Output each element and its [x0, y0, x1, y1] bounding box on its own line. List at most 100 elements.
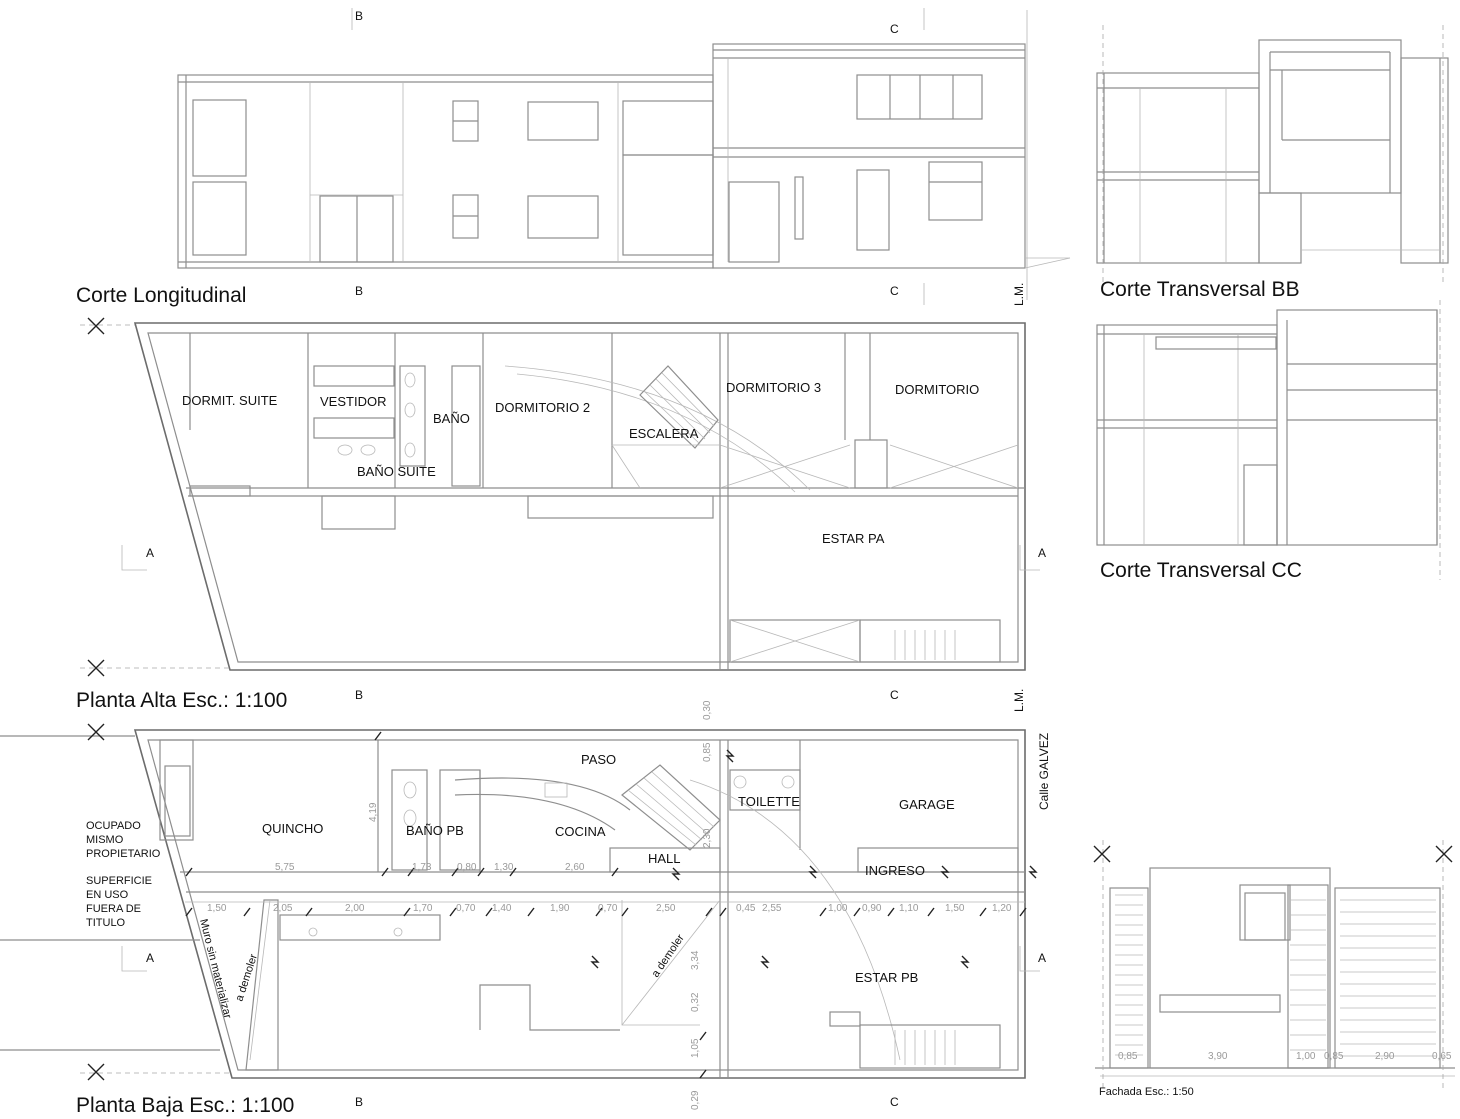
level-markers [590, 749, 1038, 969]
mark-a-baja-left: A [146, 951, 154, 965]
note-ocupado-2: MISMO [86, 834, 124, 846]
note-ocupado-1: OCUPADO [86, 820, 141, 832]
title-fachada: Fachada Esc.: 1:50 [1099, 1086, 1194, 1098]
dim-lower-15: 1,20 [992, 903, 1012, 914]
planta-baja [0, 729, 1026, 1079]
axis-crosses [87, 317, 1453, 1081]
stair-lower [621, 764, 721, 851]
mark-c-top: C [890, 22, 899, 36]
room-bano-suite: BAÑO SUITE [357, 464, 436, 479]
dim-upper-4: 1,30 [494, 862, 514, 873]
dim-fachada-3: 0,85 [1324, 1051, 1344, 1062]
corte-longitudinal [177, 8, 1071, 305]
section-marks: B C B C B C B C A A A A L.M. L.M. Calle … [146, 9, 1051, 1109]
drawing-titles: Corte Longitudinal Corte Transversal BB … [76, 278, 1302, 1117]
mark-c-alta: C [890, 688, 899, 702]
mark-b-top: B [355, 9, 363, 23]
dim-vert-2: 2,30 [702, 828, 713, 848]
dim-upper-3: 0,80 [457, 862, 477, 873]
dim-lower-13: 1,10 [899, 903, 919, 914]
note-ocupado-3: PROPIETARIO [86, 848, 161, 860]
dim-upper-5: 2,60 [565, 862, 585, 873]
dim-lower-10: 2,55 [762, 903, 782, 914]
dim-lower-7: 0,70 [598, 903, 618, 914]
note-superficie-2: EN USO [86, 889, 129, 901]
note-superficie-3: FUERA DE [86, 903, 141, 915]
room-bano-pb: BAÑO PB [406, 823, 464, 838]
dim-vert-0: 0,30 [702, 700, 713, 720]
title-corte-bb: Corte Transversal BB [1100, 278, 1300, 301]
dim-upper-2: 1,73 [412, 862, 432, 873]
room-quincho: QUINCHO [262, 821, 323, 836]
room-dormitorio-3: DORMITORIO 3 [726, 380, 821, 395]
planta-alta [80, 322, 1026, 671]
title-planta-alta: Planta Alta Esc.: 1:100 [76, 689, 287, 712]
planta-baja-room-labels: PASO QUINCHO BAÑO PB COCINA TOILETTE GAR… [262, 752, 955, 985]
room-vestidor: VESTIDOR [320, 394, 386, 409]
dim-lower-2: 2,00 [345, 903, 365, 914]
dim-lower-3: 1,70 [413, 903, 433, 914]
dim-fachada-0: 0,85 [1118, 1051, 1138, 1062]
dim-upper-1: 4,19 [368, 802, 379, 822]
dim-lower-6: 1,90 [550, 903, 570, 914]
dim-lower-1: 2,05 [273, 903, 293, 914]
dim-lower-12: 0,90 [862, 903, 882, 914]
room-dormitorio-2: DORMITORIO 2 [495, 400, 590, 415]
dim-lower-0: 1,50 [207, 903, 227, 914]
fachada [1095, 840, 1455, 1090]
corte-transversal-cc [1096, 300, 1441, 580]
dim-fachada-1: 3,90 [1208, 1051, 1228, 1062]
mark-b-baja: B [355, 1095, 363, 1109]
planta-alta-room-labels: DORMIT. SUITE VESTIDOR BAÑO DORMITORIO 2… [182, 380, 979, 546]
dim-lower-8: 2,50 [656, 903, 676, 914]
mark-b-section: B [355, 284, 363, 298]
dim-upper-0: 5,75 [275, 862, 295, 873]
mark-lm-top: L.M. [1012, 283, 1026, 306]
dim-fachada-2: 1,00 [1296, 1051, 1316, 1062]
mark-c-section: C [890, 284, 899, 298]
section-mark-corners [121, 545, 1040, 972]
title-corte-cc: Corte Transversal CC [1100, 559, 1302, 582]
room-bano: BAÑO [433, 411, 470, 426]
mark-c-baja: C [890, 1095, 899, 1109]
note-muro: Muro sin materializar [197, 918, 233, 1020]
room-paso: PASO [581, 752, 616, 767]
note-superficie-1: SUPERFICIE [86, 875, 152, 887]
room-estar-pa: ESTAR PA [822, 531, 885, 546]
mark-a-baja-right: A [1038, 951, 1046, 965]
dim-vert-3: 3,34 [690, 950, 701, 970]
dim-lower-9: 0,45 [736, 903, 756, 914]
site-notes: OCUPADO MISMO PROPIETARIO SUPERFICIE EN … [86, 820, 687, 1020]
dim-vert-6: 0,29 [690, 1090, 701, 1110]
dim-fachada-5: 0,65 [1432, 1051, 1452, 1062]
stair-upper [639, 365, 719, 449]
dim-lower-5: 1,40 [492, 903, 512, 914]
title-planta-baja: Planta Baja Esc.: 1:100 [76, 1094, 294, 1117]
dim-vert-5: 1,05 [690, 1038, 701, 1058]
mark-a-alta-right: A [1038, 546, 1046, 560]
room-estar-pb: ESTAR PB [855, 970, 918, 985]
title-corte-longitudinal: Corte Longitudinal [76, 284, 246, 307]
street-label: Calle GALVEZ [1037, 733, 1051, 810]
dim-lower-14: 1,50 [945, 903, 965, 914]
room-garage: GARAGE [899, 797, 955, 812]
room-dormit-suite: DORMIT. SUITE [182, 393, 278, 408]
dim-fachada-4: 2,90 [1375, 1051, 1395, 1062]
dim-lower-4: 0,70 [456, 903, 476, 914]
room-toilette: TOILETTE [738, 794, 800, 809]
dim-lower-11: 1,00 [828, 903, 848, 914]
note-superficie-4: TITULO [86, 917, 126, 929]
mark-a-alta-left: A [146, 546, 154, 560]
room-cocina: COCINA [555, 824, 606, 839]
corte-transversal-bb [1096, 25, 1449, 285]
mark-b-alta: B [355, 688, 363, 702]
room-dormitorio: DORMITORIO [895, 382, 979, 397]
dim-vert-4: 0,32 [690, 992, 701, 1012]
note-a-demoler-mid: a demoler [650, 932, 687, 980]
dimension-labels: 5,75 4,19 1,73 0,80 1,30 2,60 1,50 2,05 … [207, 700, 1452, 1110]
room-escalera: ESCALERA [629, 426, 699, 441]
room-ingreso: INGRESO [865, 863, 925, 878]
dimension-ticks [185, 731, 1027, 1079]
room-hall: HALL [648, 851, 681, 866]
